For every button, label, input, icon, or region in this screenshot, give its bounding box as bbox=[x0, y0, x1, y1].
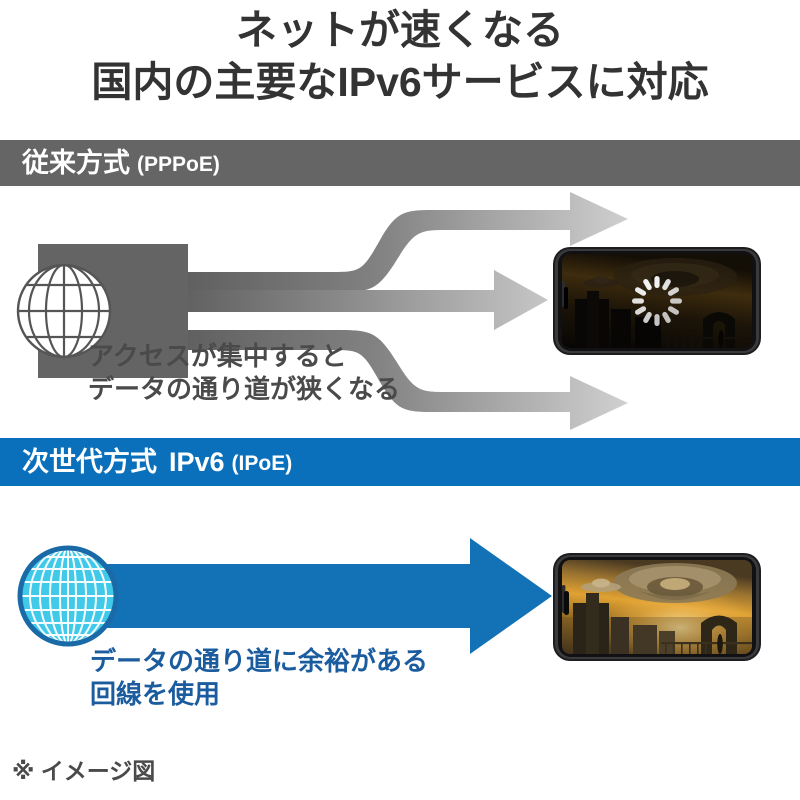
caption-next: データの通り道に余裕がある 回線を使用 bbox=[90, 646, 429, 710]
section-header-legacy: 従来方式 (PPPoE) bbox=[0, 140, 800, 186]
section-header-legacy-sublabel: (PPPoE) bbox=[137, 152, 220, 176]
caption-legacy: アクセスが集中すると データの通り道が狭くなる bbox=[88, 341, 401, 405]
page-title: ネットが速くなる 国内の主要なIPv6サービスに対応 bbox=[0, 8, 800, 105]
diagram-legacy bbox=[0, 186, 800, 436]
phone-loading bbox=[553, 247, 761, 360]
arrow-wide-blue bbox=[70, 538, 552, 654]
section-header-legacy-label: 従来方式 bbox=[22, 147, 130, 178]
page-title-line-1: ネットが速くなる bbox=[236, 7, 564, 53]
globe-icon-gray bbox=[16, 263, 112, 359]
section-header-next: 次世代方式 IPv6 (IPoE) bbox=[0, 438, 800, 486]
page-title-line-2: 国内の主要なIPv6サービスに対応 bbox=[91, 59, 709, 106]
globe-icon-blue bbox=[17, 545, 119, 647]
phone-screen-legacy bbox=[562, 254, 752, 348]
phone-screen-next bbox=[562, 560, 752, 654]
section-header-next-label: 次世代方式 bbox=[22, 446, 157, 477]
section-header-next-protocol: IPv6 bbox=[169, 446, 225, 477]
footnote: ※ イメージ図 bbox=[12, 758, 156, 784]
arrow-top bbox=[170, 192, 628, 292]
section-header-next-sublabel: (IPoE) bbox=[231, 451, 293, 475]
phone-playing bbox=[553, 553, 761, 666]
loading-spinner-icon bbox=[632, 276, 682, 326]
diagram-next bbox=[0, 486, 800, 736]
arrow-bottom bbox=[170, 330, 628, 430]
arrow-middle bbox=[170, 270, 548, 330]
